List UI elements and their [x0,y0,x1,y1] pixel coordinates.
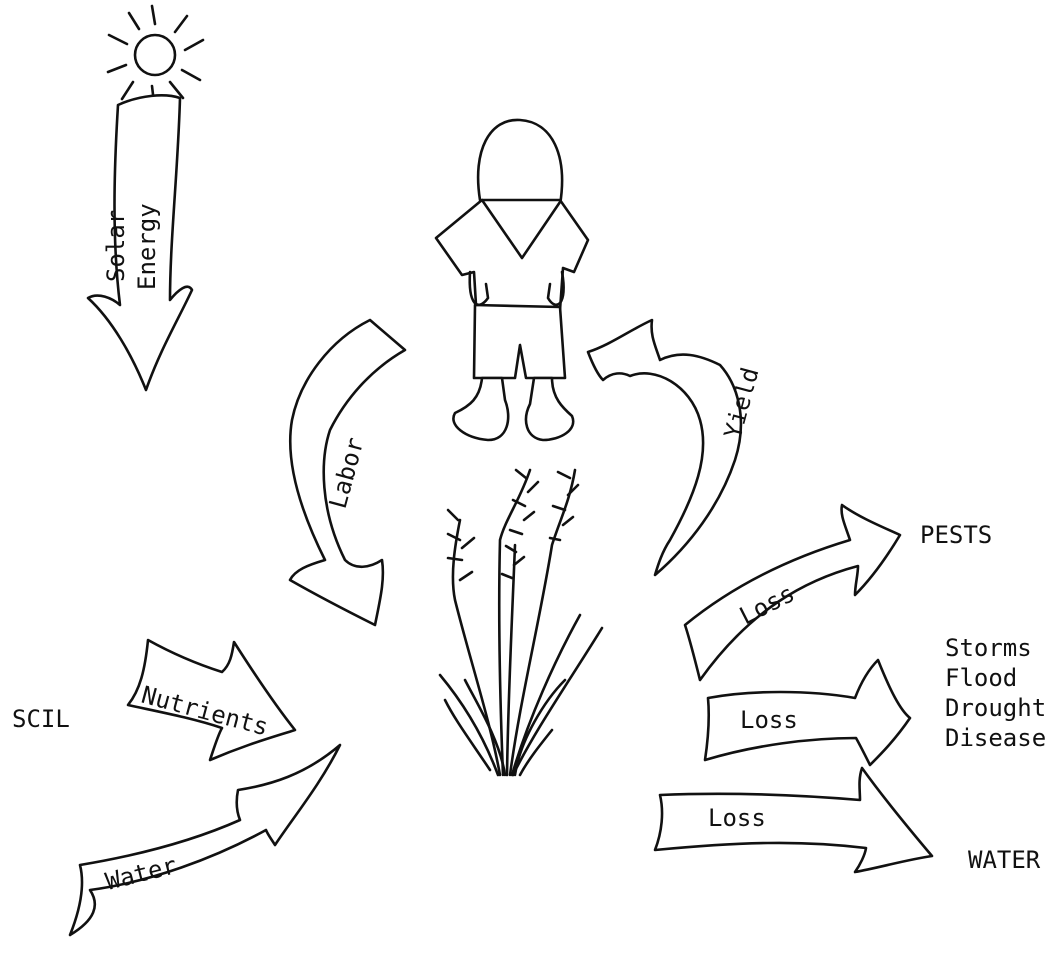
water-in-arrow: Water [70,745,340,935]
loss-hazards-arrow: Loss [705,660,910,765]
grass-plant [440,470,602,775]
loss-water-arrow: Loss [655,768,932,872]
farmer-figure [436,120,588,440]
solar-label: Solar [102,210,130,282]
water-sink-label: WATER [968,846,1041,874]
sun-icon [108,6,203,103]
drought-label: Drought [945,694,1046,722]
soil-source-label: SCIL [12,705,70,733]
storms-label: Storms [945,634,1032,662]
loss-pests-arrow: Loss [685,505,900,680]
loss-water-label: Loss [708,804,766,832]
loss-hazards-label: Loss [740,706,798,734]
hazards-sink-list: Storms Flood Drought Disease [945,634,1046,752]
labor-label: Labor [324,435,370,512]
energy-label: Energy [133,203,161,290]
pests-sink-label: PESTS [920,521,992,549]
flood-label: Flood [945,664,1017,692]
solar-energy-arrow: Solar Energy [88,95,192,390]
disease-label: Disease [945,724,1046,752]
yield-arrow: Yield [588,320,764,575]
nutrients-arrow: Nutrients [128,640,295,760]
labor-arrow: Labor [290,320,405,625]
